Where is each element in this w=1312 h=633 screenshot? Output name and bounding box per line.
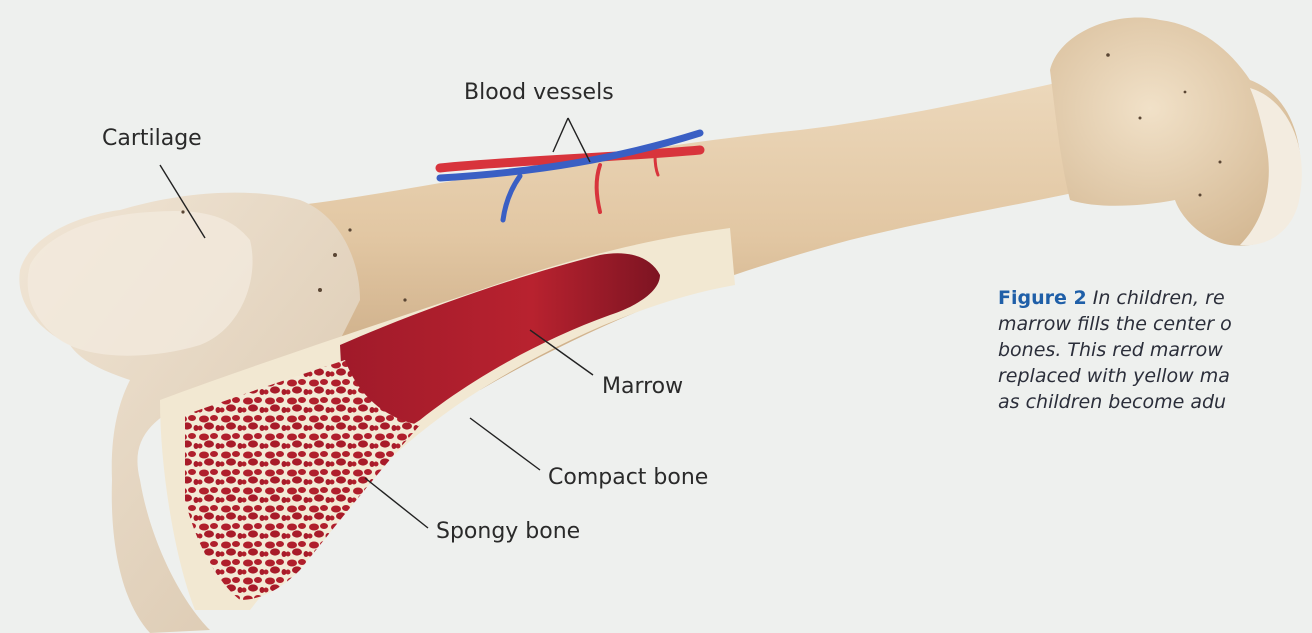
label-blood-vessels: Blood vessels bbox=[464, 82, 614, 104]
caption-line-5: as children become adu bbox=[998, 389, 1312, 415]
blood-vessels-leader-a bbox=[553, 118, 568, 152]
label-compact-bone: Compact bone bbox=[548, 467, 708, 489]
label-marrow: Marrow bbox=[602, 376, 683, 398]
caption-line-2: marrow fills the center o bbox=[998, 311, 1312, 337]
spongy-bone-leader bbox=[365, 478, 428, 528]
label-spongy-bone: Spongy bone bbox=[436, 521, 580, 543]
caption-line-3: bones. This red marrow bbox=[998, 337, 1312, 363]
compact-bone-leader bbox=[470, 418, 540, 470]
caption-line-1: Figure 2 In children, re bbox=[998, 285, 1312, 311]
figure-caption: Figure 2 In children, re marrow fills the… bbox=[998, 285, 1312, 415]
label-cartilage: Cartilage bbox=[102, 128, 202, 150]
caption-text-1: In children, re bbox=[1093, 287, 1225, 309]
caption-line-4: replaced with yellow ma bbox=[998, 363, 1312, 389]
figure-label: Figure 2 bbox=[998, 287, 1087, 309]
